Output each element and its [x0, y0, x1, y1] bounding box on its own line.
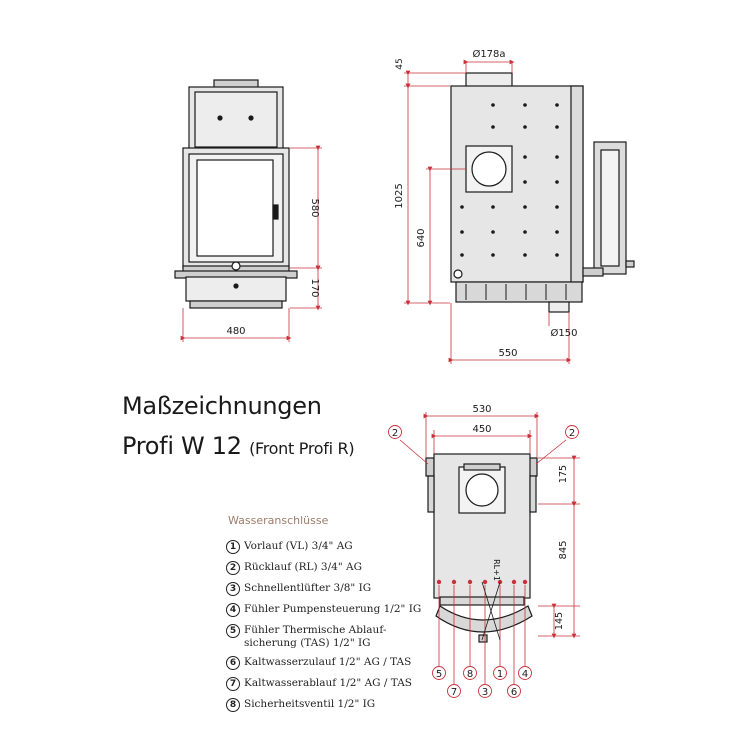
title-model: Profi W 12 — [122, 432, 242, 460]
callout-bottom-4: 3 — [478, 684, 492, 698]
legend-number: 6 — [226, 656, 240, 670]
svg-text:7: 7 — [451, 687, 457, 698]
svg-text:4: 4 — [522, 669, 528, 680]
dim-total-height: 1025 — [394, 183, 405, 208]
dim-top-offset: 45 — [395, 58, 405, 69]
callout-bottom-2: 7 — [447, 684, 461, 698]
legend-text: Fühler Thermische Ablauf- sicherung (TAS… — [244, 624, 387, 649]
title-suffix: (Front Profi R) — [249, 439, 355, 458]
title-main: Maßzeichnungen — [122, 392, 322, 420]
front-view — [174, 79, 298, 309]
legend-item: 3 Schnellentlüfter 3/8" IG — [226, 582, 456, 596]
callout-top-left: 2 — [388, 425, 402, 439]
front-view-dimensions — [180, 145, 322, 342]
legend-text: Kaltwasserablauf 1/2" AG / TAS — [244, 677, 412, 689]
dim-plan-inner-width: 450 — [472, 424, 491, 435]
callouts: 2 2 5 7 8 3 1 6 — [388, 425, 579, 698]
dim-front-base-height: 170 — [309, 278, 320, 297]
legend-heading: Wasseranschlüsse — [228, 514, 329, 527]
dim-plan-outer-width: 530 — [472, 404, 491, 415]
side-view-dimensions — [404, 59, 572, 364]
side-view-bolts — [460, 103, 559, 257]
legend-number: 1 — [226, 540, 240, 554]
svg-text:8: 8 — [467, 669, 473, 680]
legend-number: 7 — [226, 677, 240, 691]
legend-text: Kaltwasserzulauf 1/2" AG / TAS — [244, 656, 412, 668]
legend-text: Vorlauf (VL) 3/4" AG — [244, 540, 353, 552]
svg-text:3: 3 — [482, 687, 488, 698]
dim-side-depth: 550 — [498, 348, 517, 359]
title-line-2: Profi W 12 (Front Profi R) — [122, 432, 355, 460]
callout-bottom-3: 8 — [463, 666, 477, 680]
side-view-base-slots — [465, 284, 567, 300]
legend-text: Sicherheitsventil 1/2" IG — [244, 698, 376, 710]
legend-number: 2 — [226, 561, 240, 575]
dim-plan-front-offset: 175 — [558, 465, 569, 483]
plan-view-dimensions — [399, 412, 580, 684]
svg-text:2: 2 — [569, 428, 575, 439]
callout-bottom-1: 5 — [432, 666, 446, 680]
legend-number: 4 — [226, 603, 240, 617]
legend-number: 5 — [226, 624, 240, 638]
dim-front-door-height: 580 — [309, 198, 320, 217]
dim-flue-diameter: Ø178a — [472, 48, 505, 60]
legend-item: 2 Rücklauf (RL) 3/4" AG — [226, 561, 456, 575]
legend-item: 5 Fühler Thermische Ablauf- sicherung (T… — [226, 624, 456, 649]
callout-bottom-7: 4 — [518, 666, 532, 680]
svg-text:2: 2 — [392, 428, 398, 439]
dim-air-diameter: Ø150 — [551, 327, 578, 339]
dim-front-width: 480 — [226, 326, 245, 337]
title-line-1: Maßzeichnungen — [122, 392, 322, 420]
plan-view — [425, 453, 538, 643]
legend-number: 8 — [226, 698, 240, 712]
legend-item: 8 Sicherheitsventil 1/2" IG — [226, 698, 456, 712]
dim-plan-depth: 845 — [558, 540, 569, 559]
legend-list: 1 Vorlauf (VL) 3/4" AG 2 Rücklauf (RL) 3… — [226, 540, 456, 719]
svg-text:1: 1 — [497, 669, 503, 680]
callout-bottom-5: 1 — [493, 666, 507, 680]
dim-flue-height: 640 — [416, 228, 427, 247]
legend-text: Schnellentlüfter 3/8" IG — [244, 582, 372, 594]
side-view — [450, 72, 635, 313]
legend-item: 7 Kaltwasserablauf 1/2" AG / TAS — [226, 677, 456, 691]
legend-number: 3 — [226, 582, 240, 596]
svg-text:6: 6 — [511, 687, 517, 698]
legend-item: 1 Vorlauf (VL) 3/4" AG — [226, 540, 456, 554]
callout-bottom-6: 6 — [507, 684, 521, 698]
plan-pipe-cross — [481, 581, 501, 641]
callout-top-right: 2 — [565, 425, 579, 439]
legend-text: Fühler Pumpensteuerung 1/2" IG — [244, 603, 422, 615]
dim-plan-bottom-offset: 145 — [554, 612, 565, 630]
legend-item: 4 Fühler Pumpensteuerung 1/2" IG — [226, 603, 456, 617]
pipe-label: RL+1 — [492, 559, 501, 581]
svg-text:5: 5 — [436, 669, 442, 680]
legend-text: Rücklauf (RL) 3/4" AG — [244, 561, 362, 573]
legend-item: 6 Kaltwasserzulauf 1/2" AG / TAS — [226, 656, 456, 670]
